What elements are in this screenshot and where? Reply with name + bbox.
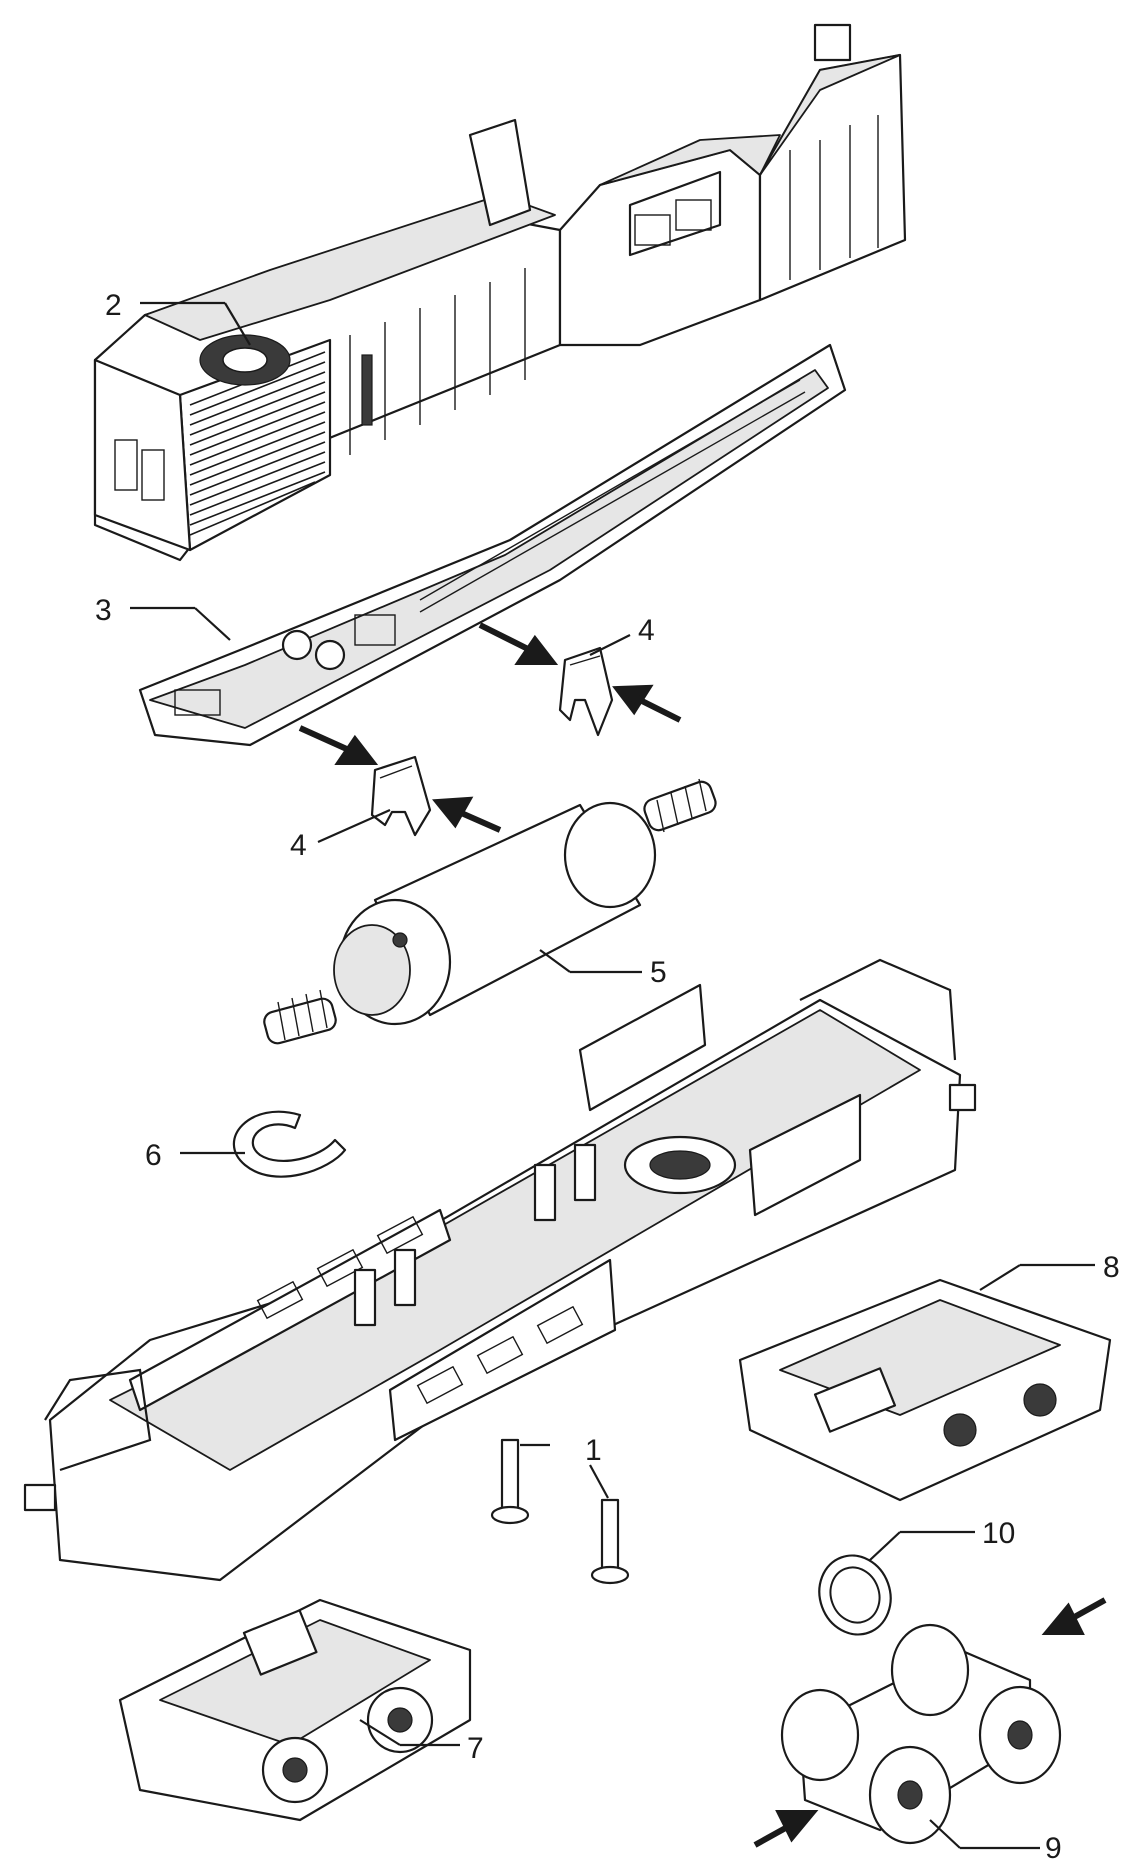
chassis-windows: [256, 1215, 584, 1405]
u-clip: [232, 1110, 347, 1178]
contact-clip-upper: [558, 646, 614, 737]
callout-5: 5: [650, 956, 667, 989]
worm-gear-left: [263, 989, 337, 1045]
screw-left: [490, 1438, 530, 1525]
contact-clip-lower: [370, 755, 432, 837]
traction-tyre: [818, 1554, 892, 1636]
callout-9: 9: [1045, 1832, 1062, 1862]
callout-10: 10: [982, 1517, 1015, 1550]
callout-7: 7: [467, 1732, 484, 1765]
callout-2: 2: [105, 289, 122, 322]
wheel-bogie-lower-right: [780, 1623, 1062, 1845]
callout-4-lower: 4: [290, 829, 307, 862]
radiator-grille: [189, 351, 326, 536]
callout-1: 1: [585, 1434, 602, 1467]
circuit-board-plate: [138, 343, 847, 747]
bogie-upper-right: [738, 1278, 1112, 1502]
body-shell: [93, 23, 907, 562]
chassis: [23, 958, 977, 1582]
callout-8: 8: [1103, 1251, 1120, 1284]
callout-4-upper: 4: [638, 614, 655, 647]
callout-3: 3: [95, 594, 112, 627]
leader-lines: [130, 301, 1095, 1850]
screw-right: [590, 1498, 630, 1585]
callout-labels: 1 2 3 4 4 5 6 7 8 9 10: [95, 289, 1120, 1862]
insertion-arrows: [298, 622, 682, 833]
motor: [263, 778, 717, 1045]
hood-side-panels: [349, 268, 526, 455]
bogie-arrows: [753, 1597, 1107, 1848]
bogie-lower-left: [118, 1598, 472, 1822]
worm-gear-right: [643, 778, 717, 833]
callout-6: 6: [145, 1139, 162, 1172]
